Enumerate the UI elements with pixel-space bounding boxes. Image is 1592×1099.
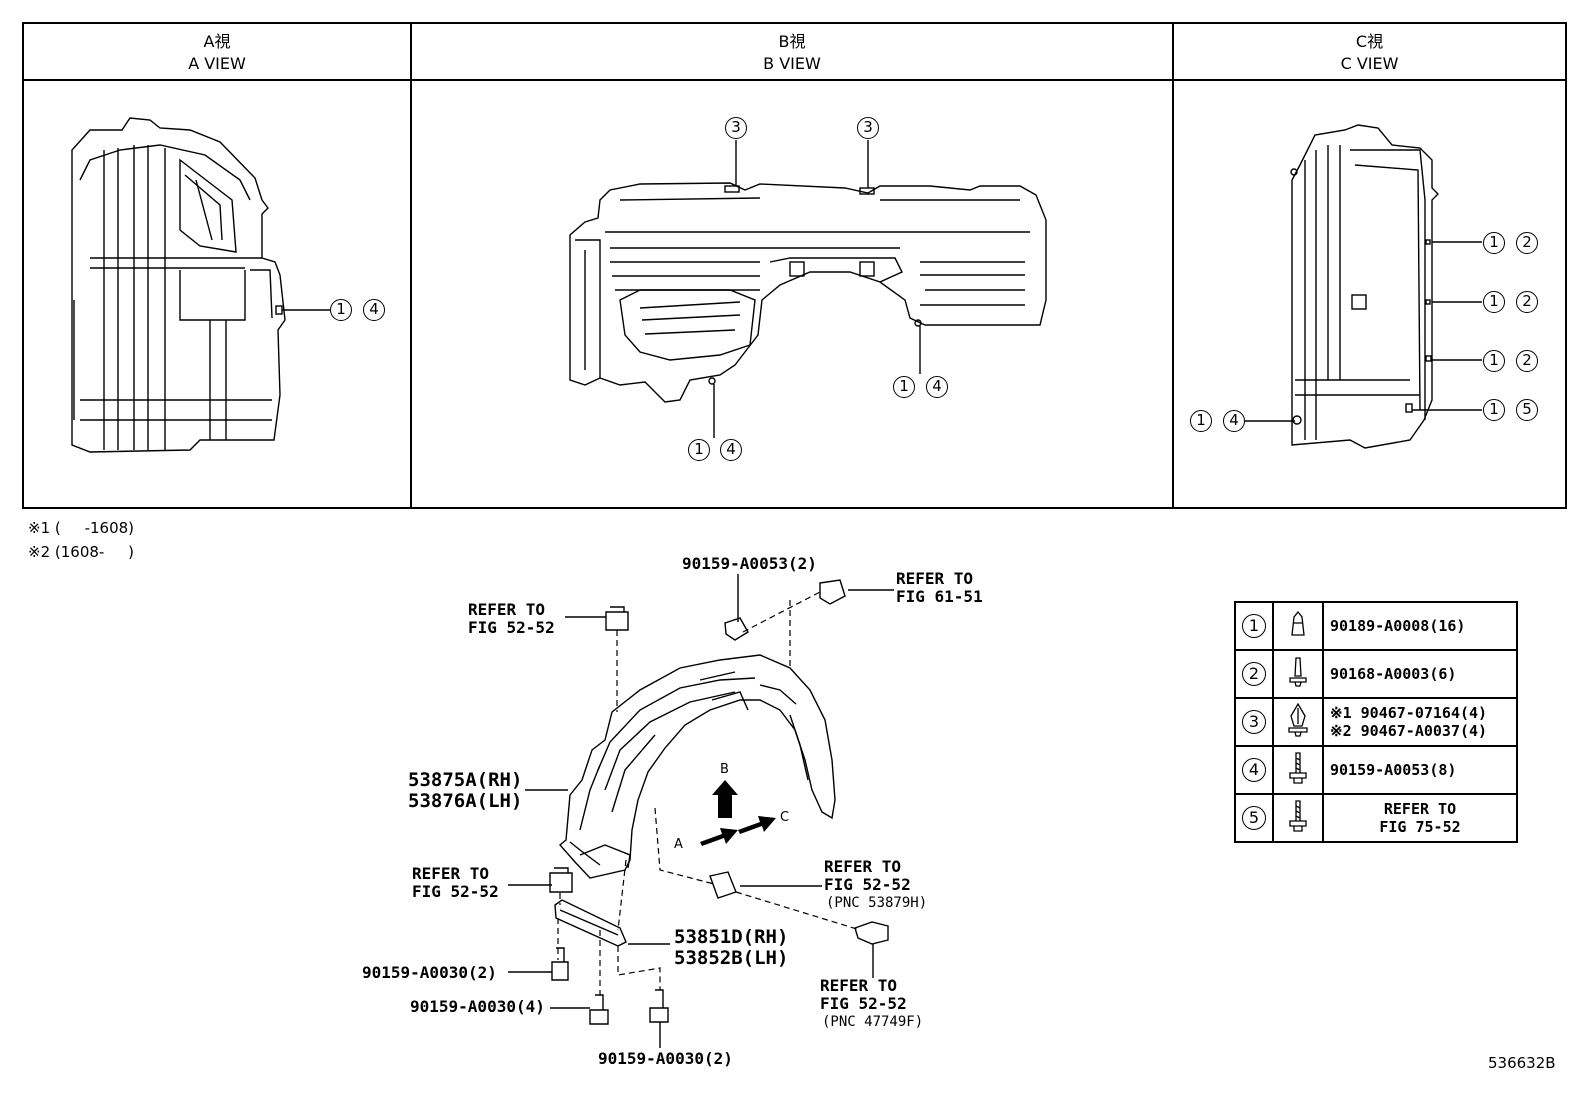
callout-circle: 1: [1483, 350, 1505, 372]
legend-number: 2: [1242, 662, 1266, 686]
fender-liner-drawing: [558, 654, 836, 879]
view-header-b: B視 B VIEW: [412, 24, 1172, 81]
view-a-en: A VIEW: [188, 54, 246, 73]
bolt-icon: [1289, 752, 1307, 784]
view-b-en: B VIEW: [763, 54, 821, 73]
callout-circle: 4: [926, 376, 948, 398]
view-divider: [1172, 24, 1174, 507]
legend-number: 3: [1242, 710, 1266, 734]
figure-id: 536632B: [1488, 1054, 1556, 1072]
label-bolt-a0030-2-left: 90159-A0030(2): [362, 963, 497, 982]
label-liner: 53875A(RH) 53876A(LH): [408, 769, 523, 812]
direction-arrows: [700, 780, 776, 846]
note-2: ※2 (1608- ): [28, 543, 135, 561]
b-view-drawing: [569, 182, 1047, 403]
callout-circle: 1: [1190, 410, 1212, 432]
legend-text: FIG 75-52: [1379, 818, 1461, 836]
label-seal: 53851D(RH) 53852B(LH): [674, 926, 789, 969]
view-header-a: A視 A VIEW: [24, 24, 410, 81]
legend-text: ※1 90467-07164(4): [1330, 704, 1488, 722]
bolt-icon: [1289, 800, 1307, 832]
callout-circle: 1: [1483, 399, 1505, 421]
view-header-c: C視 C VIEW: [1174, 24, 1565, 81]
callout-circle: 2: [1516, 350, 1538, 372]
legend-row: 3 ※1 90467-07164(4) ※2 90467-A0037(4): [1234, 697, 1518, 747]
legend-row: 1 90189-A0008(16): [1234, 601, 1518, 651]
callout-circle: 3: [857, 117, 879, 139]
view-c-en: C VIEW: [1340, 54, 1399, 73]
label-pnc-47749f: (PNC 47749F): [822, 1014, 924, 1030]
label-refer-pnc-47749f: REFER TO FIG 52-52: [820, 976, 907, 1013]
a-view-drawing: [71, 117, 286, 453]
label-pnc-53879h: (PNC 53879H): [826, 895, 928, 911]
callout-circle: 5: [1516, 399, 1538, 421]
legend-text: 90189-A0008(16): [1322, 601, 1518, 651]
label-refer-52-52-top: REFER TO FIG 52-52: [468, 600, 555, 637]
legend-text: 90168-A0003(6): [1322, 649, 1518, 699]
view-c-jp: C視: [1355, 32, 1384, 51]
label-bolt-a0030-2-bottom: 90159-A0030(2): [598, 1049, 733, 1068]
callout-circle: 4: [1223, 410, 1245, 432]
legend-number: 1: [1242, 614, 1266, 638]
legend-row: 5 REFER TO FIG 75-52: [1234, 793, 1518, 843]
callout-circle: 1: [1483, 232, 1505, 254]
callout-circle: 1: [893, 376, 915, 398]
callout-circle: 4: [720, 439, 742, 461]
arrow-b-label: B: [720, 762, 729, 777]
legend-text: ※2 90467-A0037(4): [1330, 722, 1488, 740]
label-bolt-top: 90159-A0053(2): [682, 554, 817, 573]
view-divider: [410, 24, 412, 507]
callout-circle: 3: [725, 117, 747, 139]
callout-circle: 1: [1483, 291, 1505, 313]
callout-circle: 4: [363, 299, 385, 321]
legend-text: 90159-A0053(8): [1322, 745, 1518, 795]
callout-circle: 1: [688, 439, 710, 461]
legend-number: 5: [1242, 806, 1266, 830]
label-bolt-a0030-4: 90159-A0030(4): [410, 997, 545, 1016]
screw-icon: [1289, 657, 1307, 687]
clip-icon: [1291, 610, 1305, 636]
label-refer-pnc-53879h: REFER TO FIG 52-52: [824, 857, 911, 894]
push-clip-icon: [1288, 702, 1308, 737]
label-refer-61-51: REFER TO FIG 61-51: [896, 569, 983, 606]
arrow-c-label: C: [780, 810, 790, 825]
view-b-jp: B視: [778, 32, 806, 51]
callout-circle: 2: [1516, 232, 1538, 254]
legend-row: 2 90168-A0003(6): [1234, 649, 1518, 699]
view-a-jp: A視: [203, 32, 231, 51]
views-panel: A視 A VIEW B視 B VIEW C視 C VIEW: [22, 22, 1567, 509]
note-1: ※1 ( -1608): [28, 519, 135, 537]
arrow-a-label: A: [674, 837, 683, 852]
fastener-legend: 1 90189-A0008(16) 2 90168-A0003(6) 3 ※1 …: [1234, 601, 1518, 843]
c-view-drawing: [1290, 124, 1439, 449]
legend-number: 4: [1242, 758, 1266, 782]
callout-circle: 1: [330, 299, 352, 321]
callout-circle: 2: [1516, 291, 1538, 313]
label-refer-52-52-left: REFER TO FIG 52-52: [412, 864, 499, 901]
legend-text: REFER TO: [1383, 800, 1457, 818]
legend-row: 4 90159-A0053(8): [1234, 745, 1518, 795]
